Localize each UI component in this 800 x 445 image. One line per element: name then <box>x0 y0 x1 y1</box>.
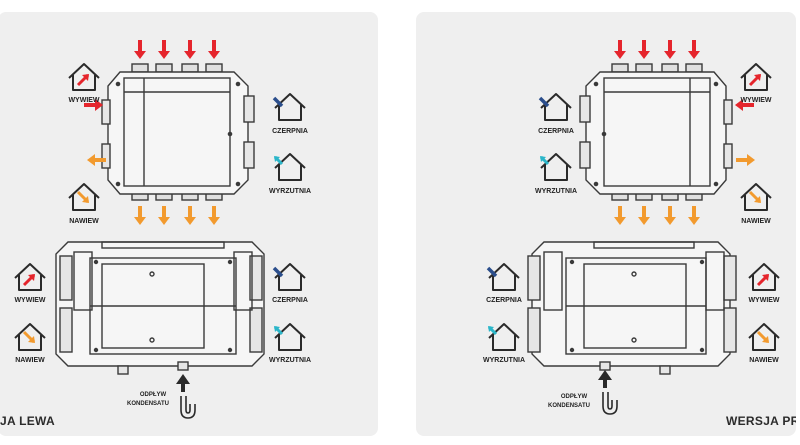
version-title-left: JA LEWA <box>0 414 55 428</box>
arrow-orange-left <box>87 154 106 166</box>
arrow-orange-down-4 <box>208 206 220 225</box>
label-wywiew-top: WYWIEW <box>740 97 771 104</box>
label-odplyw: ODPŁYW <box>140 392 167 398</box>
house-wyrzutnia-top: WYRZUTNIA <box>269 153 311 195</box>
label-odplyw: ODPŁYW <box>561 394 588 400</box>
house-wywiew-top: WYWIEW <box>68 63 100 104</box>
house-nawiew-bottom: NAWIEW <box>14 323 46 364</box>
house-wyrzutnia-bottom: WYRZUTNIA <box>483 323 525 364</box>
arrow-red-left <box>735 99 754 111</box>
arrow-orange-down-3 <box>664 206 676 225</box>
label-wyrzutnia-top: WYRZUTNIA <box>269 188 311 195</box>
house-wyrzutnia-bottom: WYRZUTNIA <box>269 323 311 364</box>
arrow-red-down-4 <box>688 40 700 59</box>
bottom-outlet-arrows <box>614 206 700 225</box>
arrow-orange-down-1 <box>614 206 626 225</box>
house-wyrzutnia-top: WYRZUTNIA <box>535 153 577 195</box>
label-nawiew-top: NAWIEW <box>69 218 99 225</box>
arrow-orange-down-3 <box>184 206 196 225</box>
top-unit <box>101 63 255 201</box>
house-nawiew-top: NAWIEW <box>740 183 772 225</box>
label-czerpnia-bottom: CZERPNIA <box>272 297 308 304</box>
label-czerpnia-top: CZERPNIA <box>272 128 308 135</box>
label-czerpnia-top: CZERPNIA <box>538 128 574 135</box>
label-wywiew-bottom: WYWIEW <box>14 297 45 304</box>
left-version-panel: WYWIEW CZERPNIA WYRZUTNIA NAWIEW <box>0 12 378 436</box>
arrow-red-down-2 <box>638 40 650 59</box>
house-czerpnia-bottom: CZERPNIA <box>272 263 308 304</box>
label-wyrzutnia-bottom: WYRZUTNIA <box>483 357 525 364</box>
label-wywiew-bottom: WYWIEW <box>748 297 779 304</box>
label-czerpnia-bottom: CZERPNIA <box>486 297 522 304</box>
house-wywiew-bottom: WYWIEW <box>14 263 46 304</box>
house-nawiew-bottom: NAWIEW <box>748 323 780 364</box>
arrow-red-down-1 <box>134 40 146 59</box>
house-czerpnia-bottom: CZERPNIA <box>486 263 522 304</box>
top-inlet-arrows <box>134 40 220 59</box>
label-wyrzutnia-top: WYRZUTNIA <box>535 188 577 195</box>
arrow-orange-right <box>736 154 755 166</box>
right-version-diagram: WYWIEW CZERPNIA WYRZUTNIA NAWIEW <box>483 40 780 415</box>
version-title-right: WERSJA PR <box>726 414 796 428</box>
label-wyrzutnia-bottom: WYRZUTNIA <box>269 357 311 364</box>
label-nawiew-top: NAWIEW <box>741 218 771 225</box>
label-kondensatu: KONDENSATU <box>548 403 590 409</box>
arrow-red-down-2 <box>158 40 170 59</box>
arrow-orange-down-1 <box>134 206 146 225</box>
arrow-red-down-4 <box>208 40 220 59</box>
condensate-drain: ODPŁYW KONDENSATU <box>127 374 196 419</box>
arrow-orange-down-2 <box>158 206 170 225</box>
left-version-diagram: WYWIEW CZERPNIA WYRZUTNIA NAWIEW <box>14 40 311 419</box>
arrow-red-down-1 <box>614 40 626 59</box>
label-nawiew-bottom: NAWIEW <box>15 357 45 364</box>
house-czerpnia-top: CZERPNIA <box>538 93 574 135</box>
top-unit <box>579 63 733 201</box>
arrow-red-down-3 <box>664 40 676 59</box>
right-version-panel: WYWIEW CZERPNIA WYRZUTNIA NAWIEW <box>416 12 796 436</box>
bottom-outlet-arrows <box>134 206 220 225</box>
arrow-orange-down-4 <box>688 206 700 225</box>
house-wywiew-top: WYWIEW <box>740 63 772 104</box>
arrow-red-right <box>84 99 103 111</box>
arrow-red-down-3 <box>184 40 196 59</box>
label-wywiew-top: WYWIEW <box>68 97 99 104</box>
top-inlet-arrows <box>614 40 700 59</box>
house-nawiew-top: NAWIEW <box>68 183 100 225</box>
condensate-drain: ODPŁYW KONDENSATU <box>548 370 618 415</box>
bottom-unit <box>55 241 265 375</box>
bottom-unit <box>527 241 737 375</box>
house-czerpnia-top: CZERPNIA <box>272 93 308 135</box>
house-wywiew-bottom: WYWIEW <box>748 263 780 304</box>
label-kondensatu: KONDENSATU <box>127 401 169 407</box>
label-nawiew-bottom: NAWIEW <box>749 357 779 364</box>
arrow-orange-down-2 <box>638 206 650 225</box>
